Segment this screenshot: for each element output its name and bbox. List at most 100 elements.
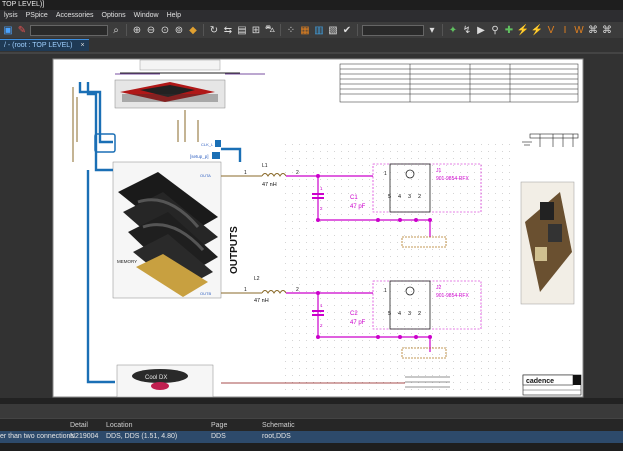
part-search-combo[interactable] [30,24,108,36]
grid-dot [355,382,356,383]
grid-dot [439,368,440,369]
grid-dot [390,340,391,341]
menu-window[interactable]: Window [133,12,159,19]
marker-icon[interactable]: ✦ [448,24,458,36]
grid-dot [362,312,363,313]
close-icon[interactable]: × [80,42,85,49]
grid-dot [376,151,377,152]
grid-dot [495,186,496,187]
grid-dot [299,298,300,299]
column-detail[interactable]: Detail [70,422,88,429]
grid-dot [306,284,307,285]
menu-analysis[interactable]: lysis [4,12,18,19]
grid-dot [306,228,307,229]
extra-icon[interactable]: ⌘ [602,24,612,36]
c1-ref: C1 [350,195,358,201]
current-marker-icon[interactable]: ✚ [504,24,514,36]
save-icon[interactable]: ▣ [3,24,13,36]
zoom-area-icon[interactable]: ⊙ [160,24,170,36]
grid-dot [425,361,426,362]
annotate-icon[interactable]: ◆ [189,24,197,36]
grid-dot [453,193,454,194]
grid-dot [348,368,349,369]
grid-dot [509,277,510,278]
column-page[interactable]: Page [211,422,228,429]
grid-dot [341,277,342,278]
menu-options[interactable]: Options [101,12,126,19]
grid-dot [446,382,447,383]
schematic-canvas[interactable]: MEMORY CLK_L [setup [0,52,623,398]
bias-w-icon[interactable]: W [574,24,584,36]
menu-accessories[interactable]: Accessories [55,12,94,19]
bom-icon[interactable]: ⊞ [251,24,261,36]
grid-dot [439,298,440,299]
grid-dot [439,312,440,313]
check-icon[interactable]: ✔ [342,24,352,36]
grid-dot [474,179,475,180]
grid-dot [488,312,489,313]
grid-dot [320,354,321,355]
voltage-diff-icon[interactable]: ⚡ [530,24,544,36]
grid-dot [355,172,356,173]
grid-dot [446,361,447,362]
grid-dot [411,193,412,194]
probe-icon[interactable]: ↯ [462,24,472,36]
grid-dot [432,235,433,236]
grid-dot [404,249,405,250]
grid-dot [495,389,496,390]
grid-dot [439,389,440,390]
table-row[interactable] [0,431,623,443]
grid-dot [292,263,293,264]
column-schematic[interactable]: Schematic [262,422,295,429]
grid-dot [390,347,391,348]
grid-dot [376,179,377,180]
cart-icon[interactable]: ⛍ [264,23,276,35]
grid-dot [299,256,300,257]
zoom-fit-icon[interactable]: ⊚ [174,24,184,36]
grid-dot [299,263,300,264]
run-icon[interactable]: ▶ [477,24,485,36]
bias-v-icon[interactable]: V [547,24,555,36]
grid-dot [376,270,377,271]
drc-icon[interactable]: ⁘ [286,24,296,36]
document-icon[interactable]: ▧ [328,24,338,36]
grid-dot [418,277,419,278]
grid-ref-icon[interactable]: ⌘ [588,24,598,36]
dropdown-icon[interactable]: ▾ [429,24,435,36]
tool-icon[interactable]: ✎ [17,24,27,36]
grid-dot [425,179,426,180]
grid-dot [432,193,433,194]
zoom-in-icon[interactable]: ⊕ [132,24,142,36]
search-icon[interactable]: ⌕ [113,24,119,36]
menu-help[interactable]: Help [166,12,181,19]
refresh-icon[interactable]: ↻ [209,24,219,36]
library-icon[interactable]: ▥ [314,24,324,36]
power-marker-icon[interactable]: ⚡ [516,24,530,36]
grid-dot [425,228,426,229]
grid-dot [313,319,314,320]
grid-dot [488,291,489,292]
grid-dot [446,354,447,355]
grid-dot [467,270,468,271]
grid-dot [299,305,300,306]
zoom-out-icon[interactable]: ⊖ [146,24,156,36]
menu-pspice[interactable]: PSpice [25,12,48,19]
grid-dot [439,179,440,180]
grid-dot [467,347,468,348]
grid-dot [467,186,468,187]
voltage-marker-icon[interactable]: ⚲ [491,24,499,36]
grid-dot [495,172,496,173]
grid-dot [509,368,510,369]
grid-dot [383,242,384,243]
component-icon[interactable]: ▦ [300,24,310,36]
profile-combo[interactable] [362,24,424,36]
tab-root-top-level[interactable]: / - (root : TOP LEVEL) × [0,39,89,51]
column-location[interactable]: Location [106,422,133,429]
grid-dot [292,186,293,187]
grid-dot [495,354,496,355]
bias-i-icon[interactable]: I [563,24,567,36]
report-icon[interactable]: ▤ [237,24,247,36]
netlist-icon[interactable]: ⇆ [223,24,233,36]
panel-splitter[interactable] [0,398,623,404]
grid-dot [509,319,510,320]
